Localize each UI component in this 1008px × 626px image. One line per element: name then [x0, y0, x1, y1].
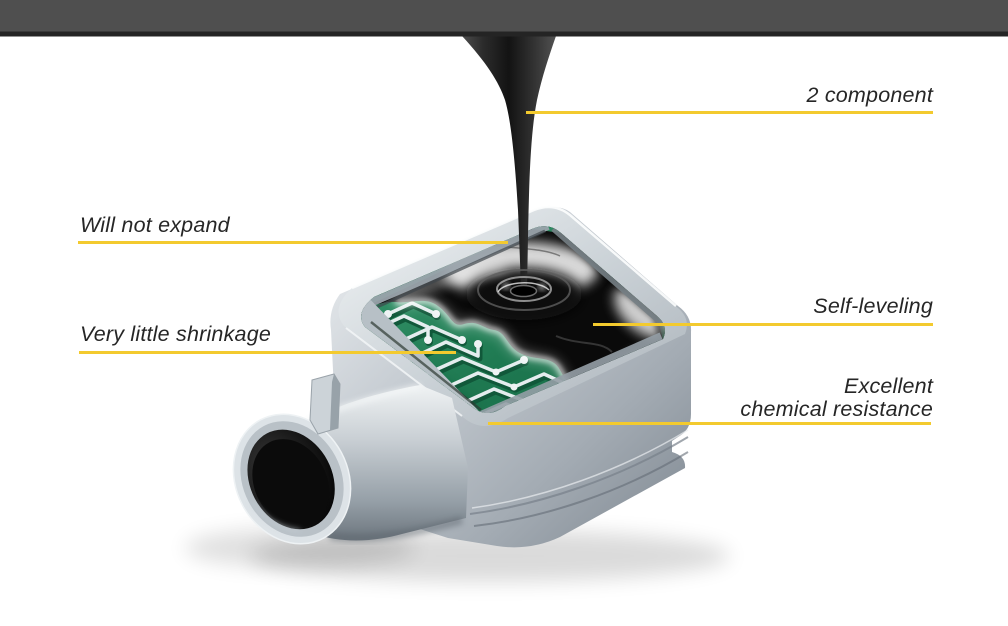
pour-stream	[462, 36, 556, 293]
housing-seam-lower	[473, 451, 689, 527]
callout-label-excellent-chemical-resistance: Excellent chemical resistance	[740, 375, 933, 421]
connector-barrel	[232, 373, 468, 545]
callout-label-will-not-expand: Will not expand	[80, 213, 230, 237]
callout-label-excellent-line1: Excellent	[843, 374, 933, 398]
callout-label-two-component: 2 component	[806, 83, 933, 107]
callout-label-self-leveling: Self-leveling	[813, 294, 933, 318]
callout-line-very-little-shrinkage	[79, 351, 456, 354]
callout-line-self-leveling	[593, 323, 933, 326]
rim-specular	[351, 205, 677, 307]
housing-seam-upper	[469, 436, 689, 515]
housing-seam-highlight	[471, 429, 689, 509]
bore-reflection	[250, 501, 301, 533]
callout-label-very-little-shrinkage: Very little shrinkage	[80, 322, 272, 346]
ripple-rings	[477, 269, 571, 311]
callout-label-excellent-line2: chemical resistance	[740, 397, 933, 421]
callout-line-will-not-expand	[78, 241, 508, 244]
top-bar	[0, 0, 1008, 37]
callout-line-two-component	[526, 111, 933, 114]
key-tab	[309, 373, 341, 435]
callout-line-excellent-chemical-resistance	[488, 422, 931, 425]
barrel-shadow	[329, 516, 464, 542]
